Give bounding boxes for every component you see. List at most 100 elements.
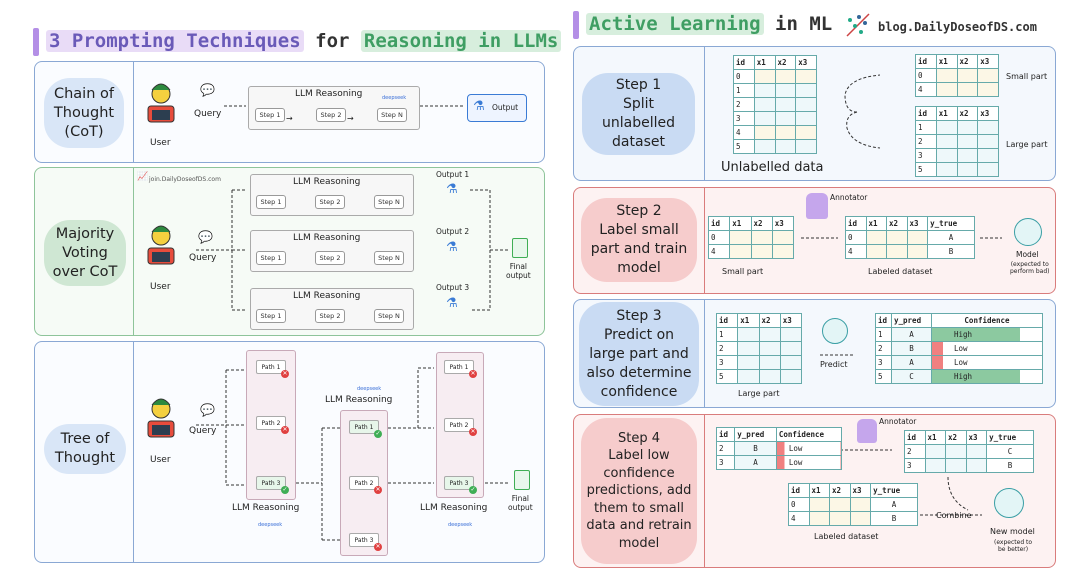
cot-output-label: Output bbox=[492, 103, 519, 112]
row-id: 4 bbox=[788, 511, 810, 526]
brand-label: deepseek bbox=[382, 95, 407, 101]
right-title-part1: Active Learning bbox=[586, 13, 764, 35]
step4-model-note: (expected to be better) bbox=[994, 539, 1033, 553]
confidence-label: High bbox=[954, 330, 973, 339]
flask-icon: ⚗ bbox=[446, 182, 458, 197]
step4-pill: Step 4 Label low confidence predictions,… bbox=[581, 418, 697, 564]
user-avatar-icon bbox=[144, 395, 178, 447]
tot-reasoning-3: LLM Reasoning bbox=[420, 503, 488, 513]
row-id: 4 bbox=[845, 244, 867, 259]
col-header: x2 bbox=[758, 313, 781, 328]
pred-cell: A bbox=[891, 327, 932, 342]
cot-pill: Chain of Thought (CoT) bbox=[44, 78, 124, 148]
row-id: 5 bbox=[915, 162, 937, 177]
brand-label: deepseek bbox=[357, 386, 382, 392]
mv-step-3-n: Step N bbox=[374, 309, 404, 323]
row-id: 5 bbox=[733, 139, 755, 154]
mv-output-2: Output 2 bbox=[436, 227, 470, 236]
confidence-bar bbox=[932, 328, 1020, 341]
col-header: x2 bbox=[774, 55, 797, 70]
row-id: 0 bbox=[733, 69, 755, 84]
confidence-bar bbox=[932, 342, 943, 355]
title-accent-bar bbox=[33, 28, 39, 56]
confidence-cell: Low bbox=[931, 355, 1043, 370]
confidence-label: High bbox=[954, 372, 973, 381]
row-id: 4 bbox=[733, 125, 755, 140]
mv-step-2-1: Step 1 bbox=[256, 251, 286, 265]
user-label: User bbox=[150, 138, 171, 148]
step1-pill: Step 1 Split unlabelled dataset bbox=[582, 73, 695, 155]
tot-c3-path-1: Path 1 bbox=[444, 360, 474, 374]
check-icon: ✓ bbox=[374, 430, 382, 438]
col-header: x3 bbox=[977, 106, 999, 121]
col-header: id bbox=[707, 216, 731, 231]
tot-c1-path-3: Path 3 bbox=[256, 476, 286, 490]
col-header: Confidence bbox=[931, 313, 1043, 328]
tot-reasoning-2: LLM Reasoning bbox=[325, 395, 393, 405]
left-diagram-lines bbox=[196, 105, 510, 541]
mv-group-label-3: LLM Reasoning bbox=[293, 291, 361, 301]
blog-url: blog.DailyDoseofDS.com bbox=[878, 20, 1037, 34]
col-header: x2 bbox=[956, 54, 979, 69]
confidence-cell: High bbox=[931, 327, 1043, 342]
col-header: x3 bbox=[779, 313, 803, 328]
tot-c2-path-1: Path 1 bbox=[349, 420, 379, 434]
col-header: y_true bbox=[986, 430, 1034, 445]
tot-pill: Tree of Thought bbox=[44, 424, 126, 474]
col-header: x1 bbox=[865, 216, 888, 231]
brain-model-icon bbox=[822, 318, 848, 344]
row-id: 3 bbox=[733, 111, 755, 126]
step2-annotator: Annotator bbox=[830, 193, 868, 202]
row-id: 0 bbox=[788, 497, 810, 512]
step2-labeled-caption: Labeled dataset bbox=[868, 267, 933, 276]
col-header: id bbox=[715, 427, 736, 442]
brand-label: deepseek bbox=[258, 522, 283, 528]
col-header: id bbox=[788, 483, 810, 498]
document-icon bbox=[514, 470, 530, 490]
col-header: y_pred bbox=[891, 313, 932, 328]
col-header: id bbox=[733, 55, 755, 70]
col-header: id bbox=[915, 106, 937, 121]
row-id: 1 bbox=[715, 327, 739, 342]
mv-step-1-n: Step N bbox=[374, 195, 404, 209]
mv-output-3: Output 3 bbox=[436, 283, 470, 292]
chat-icon: 💬 bbox=[198, 230, 213, 244]
step2-small-caption: Small part bbox=[722, 267, 764, 276]
check-icon: ✓ bbox=[469, 486, 477, 494]
row-id: 2 bbox=[915, 134, 937, 149]
col-header: x3 bbox=[965, 430, 988, 445]
col-header: x3 bbox=[906, 216, 929, 231]
confidence-cell: High bbox=[931, 369, 1043, 384]
cot-step-n: Step N bbox=[377, 108, 407, 122]
col-header: x1 bbox=[808, 483, 831, 498]
pred-cell: A bbox=[891, 355, 932, 370]
step3-pill: Step 3 Predict on large part and also de… bbox=[579, 302, 699, 406]
user-label: User bbox=[150, 455, 171, 465]
check-icon: ✓ bbox=[281, 486, 289, 494]
mv-output-1: Output 1 bbox=[436, 170, 470, 179]
col-header: id bbox=[845, 216, 867, 231]
pred-cell: B bbox=[891, 341, 932, 356]
tot-c1-path-2: Path 2 bbox=[256, 416, 286, 430]
brand-label: deepseek bbox=[448, 522, 473, 528]
col-header: id bbox=[915, 54, 937, 69]
flask-icon: ⚗ bbox=[446, 296, 458, 311]
user-avatar-icon bbox=[144, 222, 178, 274]
confidence-cell: Low bbox=[931, 341, 1043, 356]
left-title-part2: for bbox=[315, 30, 350, 52]
row-id: 2 bbox=[904, 444, 926, 459]
tot-c2-path-3: Path 3 bbox=[349, 533, 379, 547]
mv-step-2-n: Step N bbox=[374, 251, 404, 265]
confidence-bar bbox=[932, 370, 1020, 383]
col-header: x2 bbox=[829, 483, 851, 498]
mv-step-3-2: Step 2 bbox=[315, 309, 345, 323]
query-label: Query bbox=[189, 426, 217, 436]
col-header: x1 bbox=[753, 55, 776, 70]
document-icon bbox=[512, 238, 528, 258]
row-id: 4 bbox=[915, 82, 937, 97]
watermark: join.DailyDoseofDS.com bbox=[149, 176, 221, 183]
